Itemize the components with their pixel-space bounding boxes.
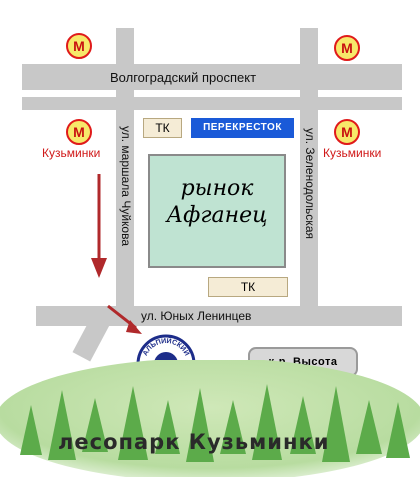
metro-station-label: Кузьминки: [42, 146, 101, 160]
forest-area: [0, 360, 420, 477]
perekrestok-store: ПЕРЕКРЕСТОК: [191, 118, 294, 138]
road-zelenodolskaya: [300, 28, 318, 313]
market-name-line1: рынок: [180, 176, 254, 201]
metro-icon: М: [334, 119, 360, 145]
metro-icon: М: [66, 119, 92, 145]
market-afganets: рынок Афганец: [148, 154, 286, 268]
arrow-down-icon: [91, 174, 107, 278]
road-service-lane: [22, 97, 402, 110]
shopping-center-label: ТК: [208, 277, 288, 297]
metro-icon: М: [334, 35, 360, 61]
street-label-volgogradsky: Волгоградский проспект: [110, 70, 257, 85]
forest-park-label: лесопарк Кузьминки: [58, 430, 330, 454]
street-label-chuikova: ул. маршала Чуйкова: [119, 126, 133, 246]
street-label-zelenodolskaya: ул. Зеленодольская: [303, 128, 317, 239]
metro-icon: М: [66, 33, 92, 59]
shopping-center-label: ТК: [143, 118, 182, 138]
tree-icons: [20, 384, 410, 462]
road-chuikova: [116, 28, 134, 313]
street-label-yunykh-lenintsev: ул. Юных Ленинцев: [141, 309, 252, 323]
market-name-line2: Афганец: [166, 203, 268, 228]
metro-station-label: Кузьминки: [323, 146, 382, 160]
road-volgogradsky: [22, 64, 402, 90]
